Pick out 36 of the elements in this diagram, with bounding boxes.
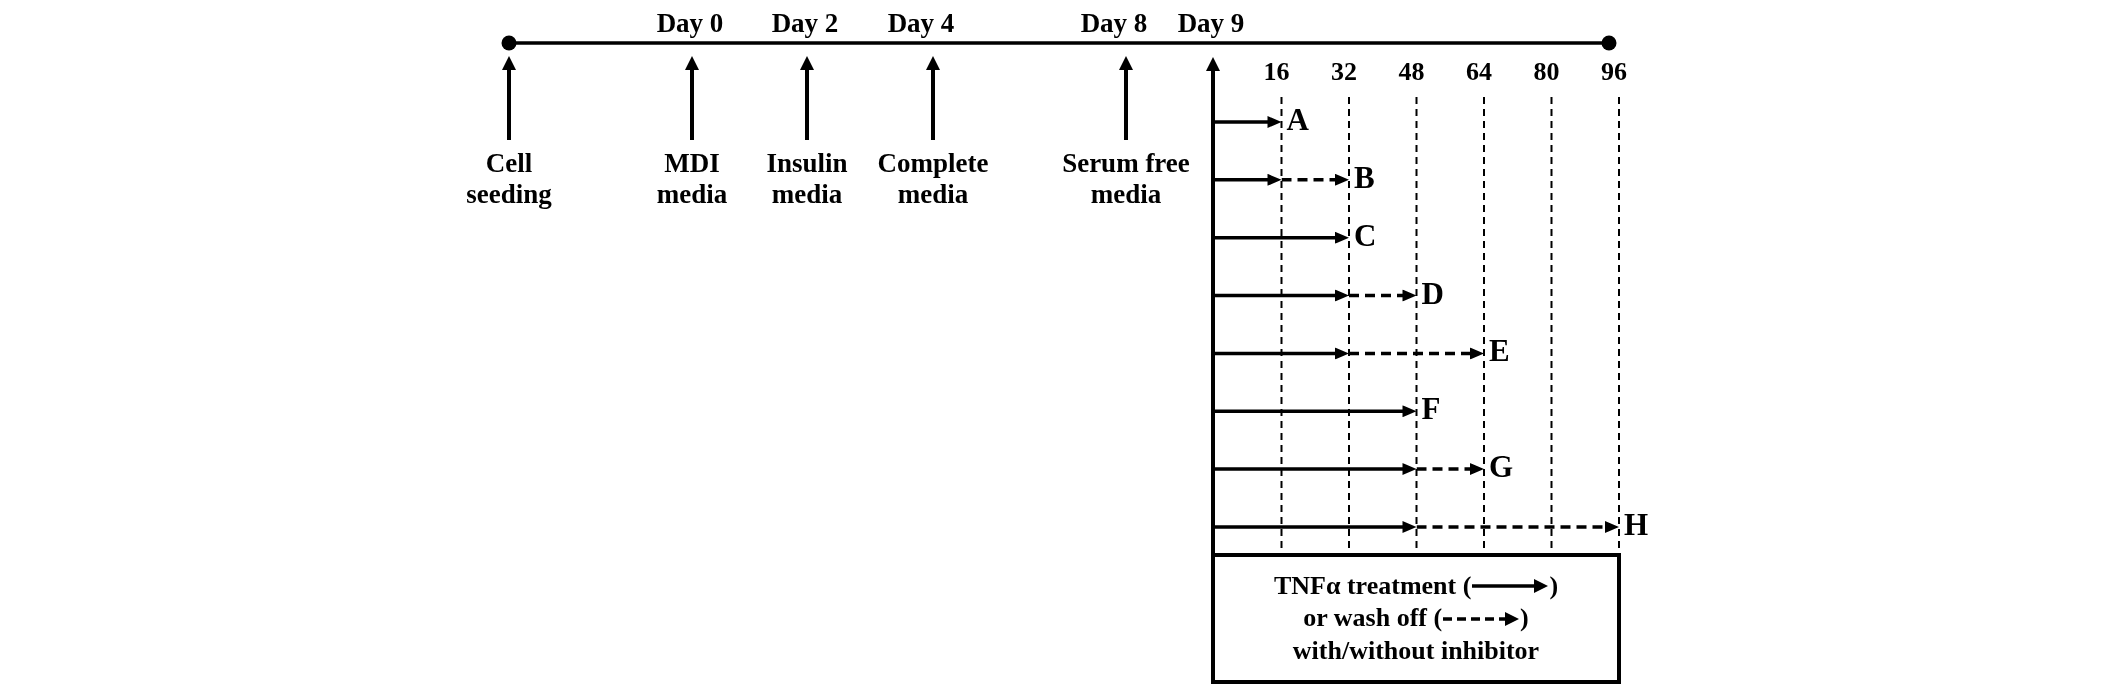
legend-text: ) bbox=[1520, 602, 1529, 635]
legend-text: TNFα treatment ( bbox=[1273, 569, 1472, 602]
tick-label: 80 bbox=[1533, 57, 1560, 87]
day-label: Day 2 bbox=[771, 8, 839, 38]
category-label: G bbox=[1489, 450, 1514, 485]
category-label: H bbox=[1624, 507, 1649, 542]
arrow bbox=[800, 56, 814, 140]
step-label: Cell seeding bbox=[463, 148, 555, 210]
day-label: Day 4 bbox=[887, 8, 955, 38]
tick-label: 96 bbox=[1601, 57, 1627, 87]
arrow bbox=[502, 56, 516, 140]
tick-label: 32 bbox=[1331, 57, 1357, 87]
category-label: C bbox=[1354, 218, 1377, 253]
tick-label: 48 bbox=[1398, 57, 1425, 87]
legend-text: or wash off ( bbox=[1303, 602, 1443, 635]
step-label: Complete media bbox=[874, 148, 992, 210]
arrow bbox=[1206, 57, 1220, 553]
arrow bbox=[685, 56, 699, 140]
tick-label: 16 bbox=[1263, 57, 1290, 87]
step-label: Insulin media bbox=[761, 148, 853, 210]
category-label: B bbox=[1354, 160, 1375, 195]
day-label: Day 9 bbox=[1177, 8, 1245, 38]
step-label: Serum free media bbox=[1059, 148, 1193, 210]
category-label: F bbox=[1421, 392, 1441, 427]
legend-text: with/without inhibitor bbox=[1292, 634, 1540, 667]
category-label: D bbox=[1421, 276, 1444, 311]
day-label: Day 8 bbox=[1080, 8, 1148, 38]
arrow bbox=[1119, 56, 1133, 140]
arrow bbox=[926, 56, 940, 140]
legend-box bbox=[1211, 553, 1621, 684]
category-label: E bbox=[1489, 334, 1510, 369]
step-label: MDI media bbox=[652, 148, 732, 210]
day-label: Day 0 bbox=[656, 8, 724, 38]
tick-label: 64 bbox=[1466, 57, 1492, 87]
legend-text: ) bbox=[1549, 569, 1559, 602]
category-label: A bbox=[1286, 103, 1309, 137]
